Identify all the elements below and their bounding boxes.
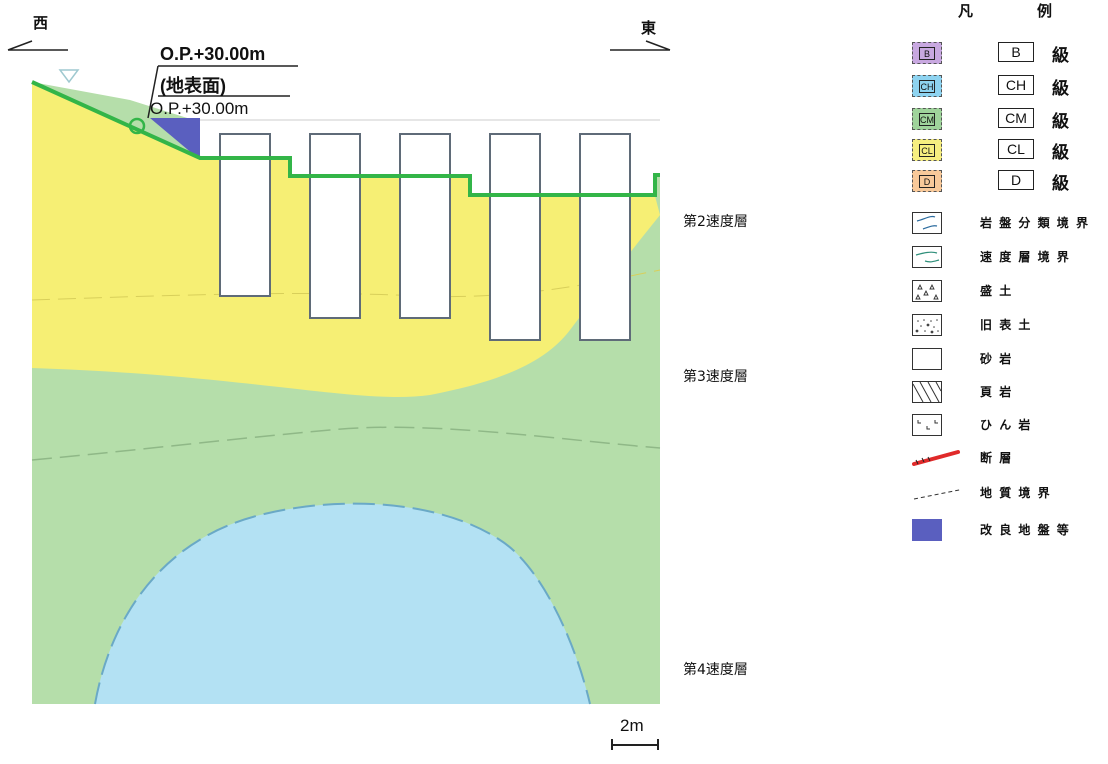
east-arrow-icon [610, 40, 671, 51]
legend-item-shale: 頁岩 [912, 380, 1102, 406]
surface-elevation-value: O.P.+30.00m [150, 99, 249, 118]
improved-ground-icon [912, 519, 942, 541]
legend-title-left: 凡 [958, 2, 974, 20]
velocity-layer-3-label: 第3速度層 [683, 369, 748, 385]
geologic-boundary-icon [913, 488, 962, 500]
class-b-swatch: B [912, 42, 942, 64]
velocity-layer-boundary-icon [912, 246, 942, 268]
class-d-swatch: D [912, 170, 942, 192]
class-cm-label: CM [998, 108, 1034, 128]
velocity-layer-2-label: 第2速度層 [683, 214, 748, 230]
class-b-suffix: 級 [1052, 46, 1069, 66]
surface-line [31, 80, 660, 197]
old-topsoil-icon [912, 314, 942, 336]
rock-class-boundary-icon [912, 212, 942, 234]
surface-point-marker [128, 117, 146, 135]
pile-2 [309, 133, 361, 319]
legend-class-cl: CL CL 級 [912, 138, 1102, 164]
legend-class-ch: CH CH 級 [912, 74, 1102, 100]
fault-icon [912, 450, 960, 466]
class-b-label: B [998, 42, 1034, 62]
dolerite-icon [912, 414, 942, 436]
legend-item-velocity-boundary: 速度層境界 [912, 245, 1102, 271]
pile-1 [219, 133, 271, 297]
class-cm-swatch: CM [912, 108, 942, 130]
class-d-suffix: 級 [1052, 174, 1069, 194]
legend-class-b: B B 級 [912, 41, 1102, 67]
class-cl-swatch: CL [912, 139, 942, 161]
velocity-layer-4-label: 第4速度層 [683, 662, 748, 678]
legend-class-cm: CM CM 級 [912, 107, 1102, 133]
pile-5 [579, 133, 631, 341]
east-label: 東 [641, 19, 657, 37]
west-label: 西 [33, 14, 49, 32]
legend-item-improved-ground: 改良地盤等 [912, 518, 1102, 544]
class-cl-label: CL [998, 139, 1034, 159]
legend-item-rock-class-boundary: 岩盤分類境界 [912, 211, 1102, 237]
class-ch-swatch: CH [912, 75, 942, 97]
pile-4 [489, 133, 541, 341]
surface-label: (地表面) [160, 76, 226, 96]
water-level-icon [58, 69, 80, 84]
legend-item-dolerite: ひん岩 [912, 413, 1102, 439]
pile-3 [399, 133, 451, 319]
class-ch-suffix: 級 [1052, 79, 1069, 99]
class-cl-suffix: 級 [1052, 143, 1069, 163]
class-ch-label: CH [998, 75, 1034, 95]
scale-bar-icon [611, 739, 659, 750]
legend-item-old-topsoil: 旧表土 [912, 313, 1102, 339]
legend-item-fault: 断層 [912, 446, 1102, 472]
legend-class-d: D D 級 [912, 169, 1102, 195]
improved-ground-zone [150, 118, 200, 160]
legend-title-right: 例 [1037, 2, 1053, 20]
west-arrow-icon [7, 40, 68, 51]
shale-icon [912, 381, 942, 403]
class-cm-suffix: 級 [1052, 112, 1069, 132]
fill-soil-icon [912, 280, 942, 302]
sandstone-icon [912, 348, 942, 370]
scale-label: 2m [620, 716, 644, 735]
legend-item-fill-soil: 盛土 [912, 279, 1102, 305]
class-d-label: D [998, 170, 1034, 190]
legend-item-sandstone: 砂岩 [912, 347, 1102, 373]
surface-elevation-label: O.P.+30.00m [160, 44, 266, 64]
ch-class-zone [95, 503, 590, 704]
legend-item-geologic-boundary: 地質境界 [912, 481, 1102, 507]
